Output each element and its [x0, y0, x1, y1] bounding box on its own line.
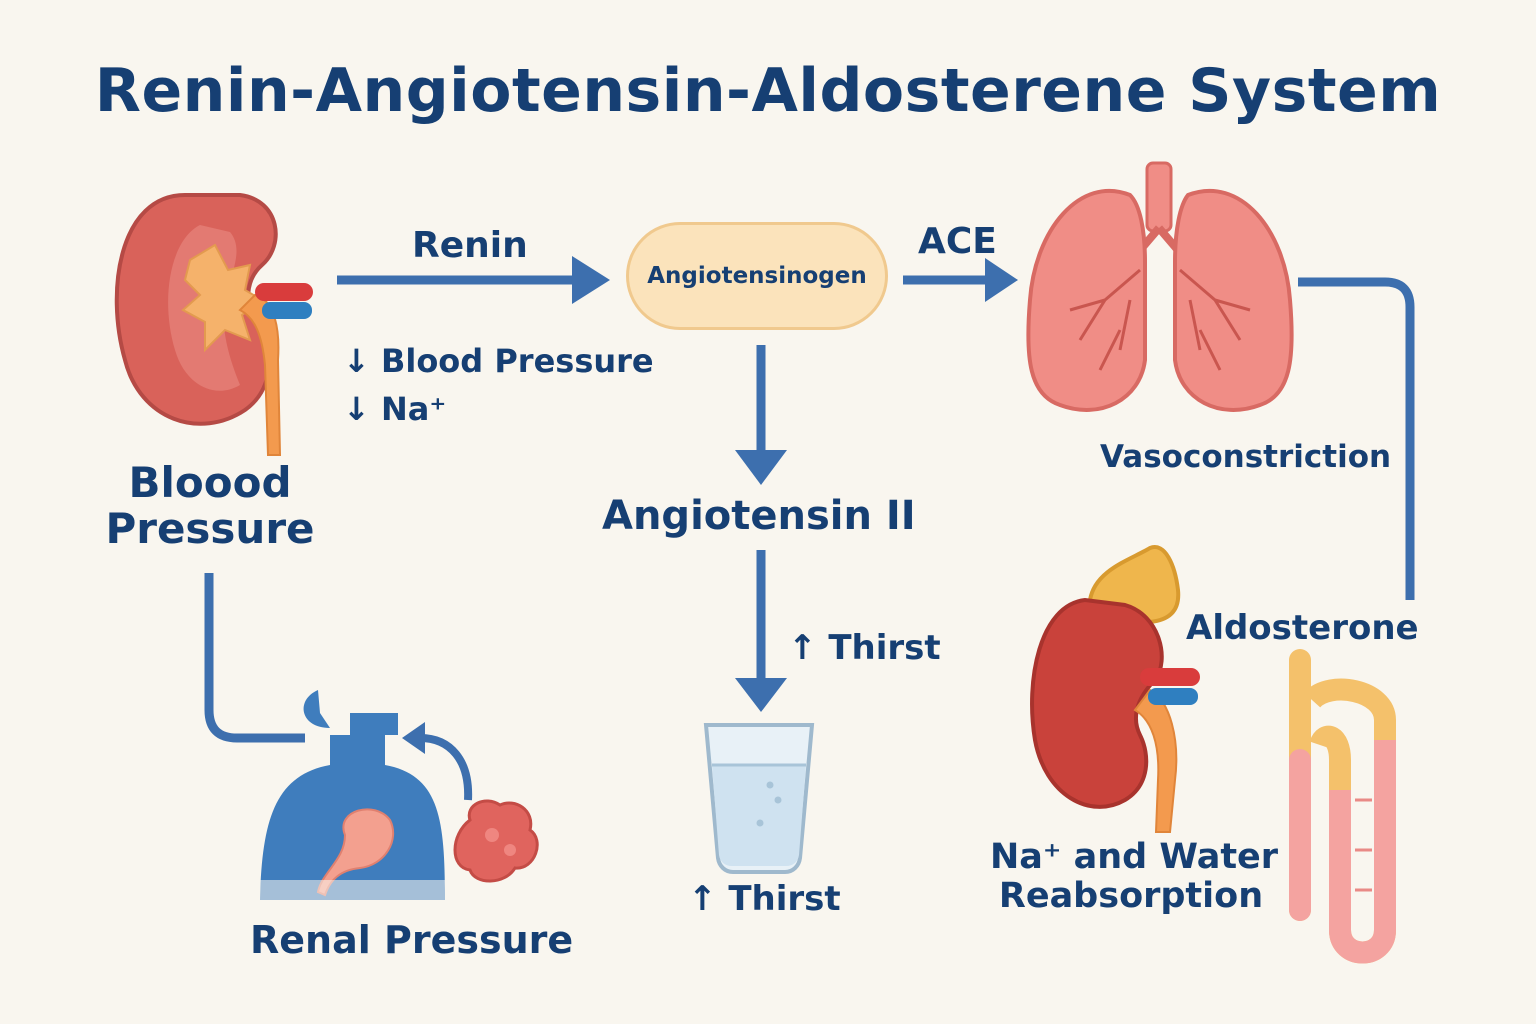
- low-na-label: ↓ Na⁺: [343, 390, 447, 428]
- nephron-loop-icon: [1289, 649, 1396, 964]
- thirst-down-arrow: [735, 550, 787, 712]
- thirst-side-label: ↑ Thirst: [788, 628, 941, 668]
- renal-blob-icon: [453, 799, 539, 883]
- angiotensinogen-down-arrow: [735, 345, 787, 485]
- renal-pressure-label: Renal Pressure: [250, 918, 574, 962]
- diagram-title: Renin-Angiotensin-Aldosterene System: [94, 56, 1442, 126]
- angiotensinogen-label: Angiotensinogen: [647, 263, 867, 289]
- torso-icon: [260, 690, 450, 910]
- thirst-bottom-label: ↑ Thirst: [688, 879, 841, 919]
- vasoconstriction-label: Vasoconstriction: [1100, 439, 1392, 475]
- adrenal-kidney-icon: [1030, 545, 1200, 833]
- blood-pressure-label: Bloood Pressure: [90, 458, 330, 554]
- blood-pressure-line-1: Bloood: [128, 458, 292, 507]
- ace-label: ACE: [918, 221, 997, 262]
- blood-pressure-line-2: Pressure: [105, 504, 315, 554]
- angiotensin-ii-label: Angiotensin II: [602, 493, 916, 539]
- reabsorption-line-1: Na⁺ and Water: [990, 837, 1279, 877]
- bp-to-renal-connector: [204, 573, 305, 743]
- reabsorption-label: Na⁺ and Water Reabsorption: [990, 837, 1279, 916]
- reabsorption-line-2: Reabsorption: [998, 875, 1264, 916]
- curved-return-arrow: [402, 722, 473, 801]
- lung-to-aldosterone-connector: [1298, 277, 1415, 600]
- ace-arrow: [903, 258, 1018, 302]
- kidney-top-icon: [114, 193, 313, 456]
- renin-label: Renin: [412, 225, 528, 266]
- angiotensinogen-node: Angiotensinogen: [626, 222, 888, 330]
- aldosterone-label: Aldosterone: [1186, 608, 1419, 648]
- low-bp-label: ↓ Blood Pressure: [343, 342, 654, 380]
- water-glass-icon: [703, 723, 815, 874]
- lungs-icon: [1026, 161, 1294, 412]
- renin-arrow: [337, 256, 610, 304]
